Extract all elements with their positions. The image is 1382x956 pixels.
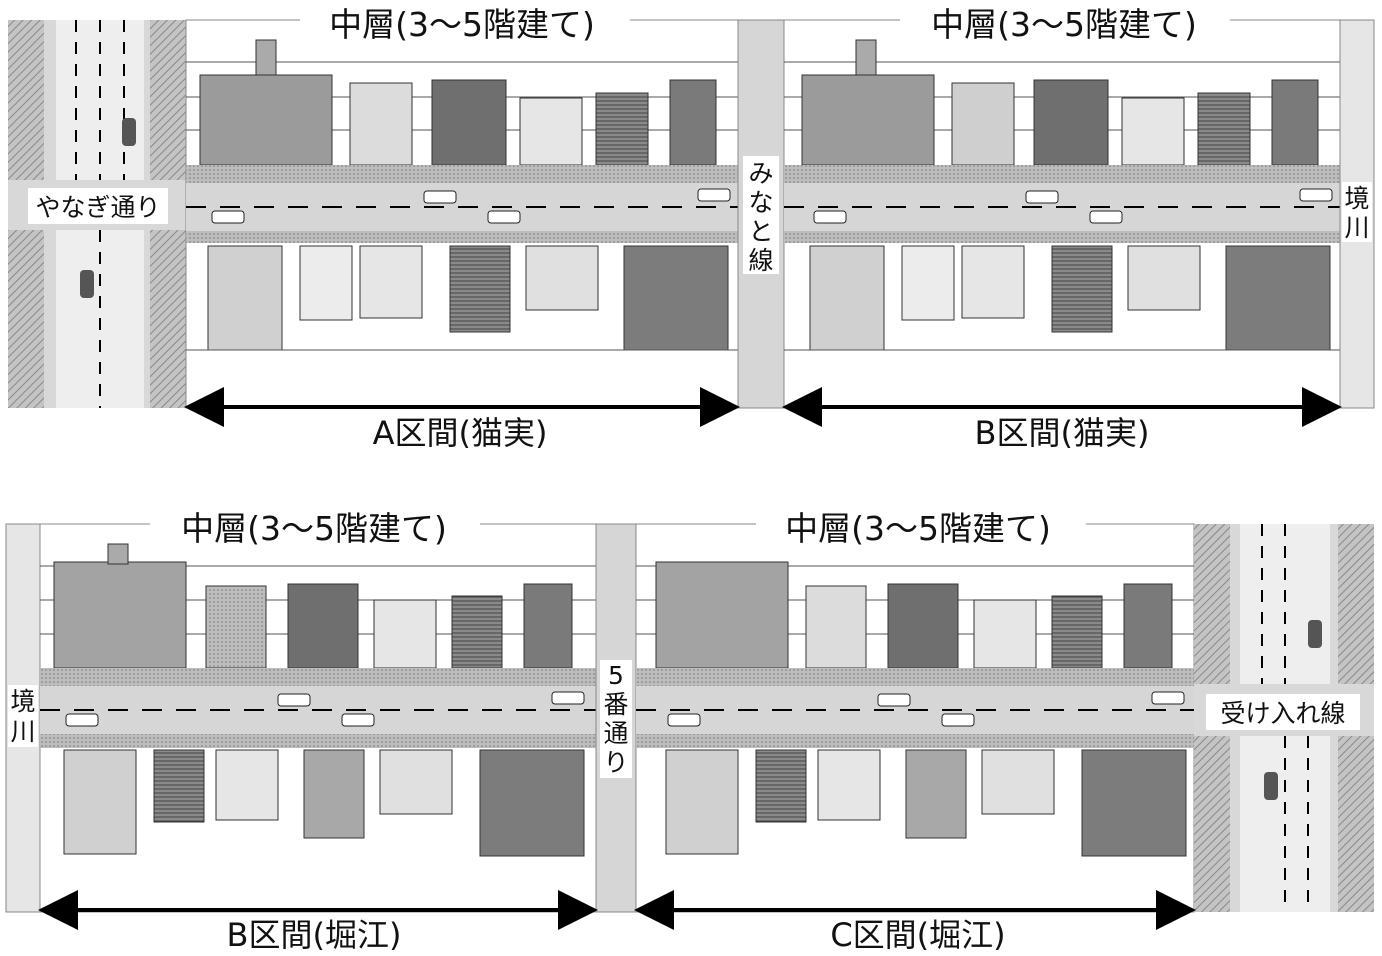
sakaigawa-bottom: 境 川 [5,523,41,913]
car-icon [1025,190,1059,204]
car-icon [551,691,585,705]
car-icon [65,713,99,727]
block-b-bottom [39,523,597,913]
minato-road: み な と 線 [737,19,785,409]
car-icon [1089,210,1123,224]
car-icon [341,713,375,727]
section-label: B区間(堀江) [227,916,402,954]
top-row: やなぎ通り [8,4,1375,452]
car-icon [877,693,911,707]
car-icon [211,210,245,224]
panel-heading: 中層(3〜5階建て) [785,509,1051,548]
car-icon [423,190,457,204]
minato-char: み [748,159,773,188]
sakaigawa-top: 境 川 [1339,19,1375,409]
minato-char: と [748,217,773,246]
sakaigawa-char: 境 [1344,184,1369,213]
gobandori-road: 5 番 通 り [595,523,637,913]
section-label: B区間(猫実) [975,414,1150,452]
block-a [185,19,739,409]
sakaigawa-char: 川 [10,717,35,746]
yanagi-intersection: やなぎ通り [8,20,186,408]
sakaigawa-char: 川 [1344,213,1369,242]
ukeire-intersection: 受け入れ線 [1194,524,1374,912]
panel-heading: 中層(3〜5階建て) [181,509,447,548]
gobandori-char: り [603,748,628,777]
car-icon [941,713,975,727]
section-label: A区間(猫実) [373,414,548,452]
car-icon [1308,620,1322,648]
car-icon [1299,188,1333,202]
bottom-row: 境 川 [5,508,1374,954]
car-icon [1151,691,1185,705]
car-icon [122,118,136,146]
gobandori-char: 通 [603,719,628,748]
road-label-yanagi: やなぎ通り [35,193,160,222]
car-icon [277,693,311,707]
car-icon [667,713,701,727]
section-label: C区間(堀江) [830,916,1005,954]
gobandori-char: 番 [603,690,628,719]
panel-heading: 中層(3〜5階建て) [931,5,1197,44]
car-icon [80,270,94,298]
car-icon [1264,772,1278,800]
sakaigawa-char: 境 [10,687,35,716]
minato-char: な [748,188,773,217]
block-c [635,523,1195,913]
gobandori-char: 5 [608,661,624,690]
block-b-top [783,19,1341,409]
car-icon [487,210,521,224]
road-label-ukeire: 受け入れ線 [1220,699,1345,728]
minato-char: 線 [748,246,773,275]
car-icon [813,210,847,224]
panel-heading: 中層(3〜5階建て) [329,5,595,44]
car-icon [697,188,731,202]
